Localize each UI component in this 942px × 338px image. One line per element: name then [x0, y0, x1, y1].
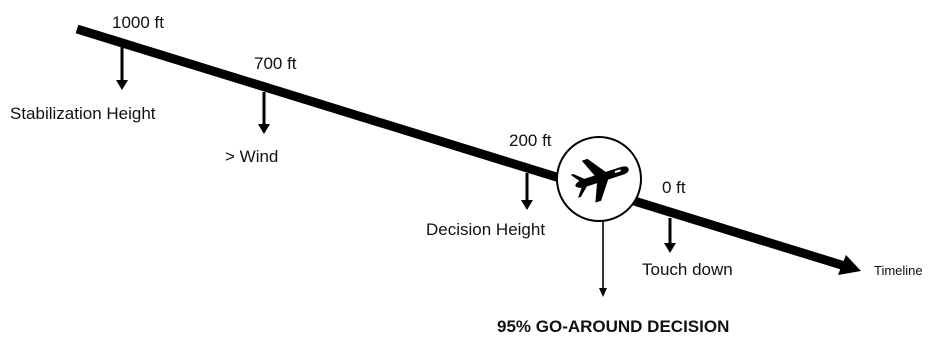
stabilization-marker — [116, 46, 128, 90]
altitude-700-label: 700 ft — [254, 54, 297, 73]
go-around-marker — [599, 221, 607, 297]
timeline-label: Timeline — [874, 263, 923, 278]
go-around-decision-label: 95% GO-AROUND DECISION — [497, 317, 729, 336]
touchdown-marker — [664, 218, 676, 253]
airplane-icon — [570, 158, 629, 203]
timeline-line — [75, 24, 850, 272]
wind-label: > Wind — [225, 147, 278, 166]
timeline-arrowhead — [838, 255, 861, 275]
altitude-1000-label: 1000 ft — [112, 13, 164, 32]
stabilization-height-label: Stabilization Height — [10, 104, 156, 123]
wind-marker — [258, 92, 270, 134]
altitude-0-label: 0 ft — [662, 178, 686, 197]
touchdown-label: Touch down — [642, 260, 733, 279]
altitude-200-label: 200 ft — [509, 131, 552, 150]
decision-height-marker — [521, 173, 533, 210]
decision-height-label: Decision Height — [426, 220, 545, 239]
